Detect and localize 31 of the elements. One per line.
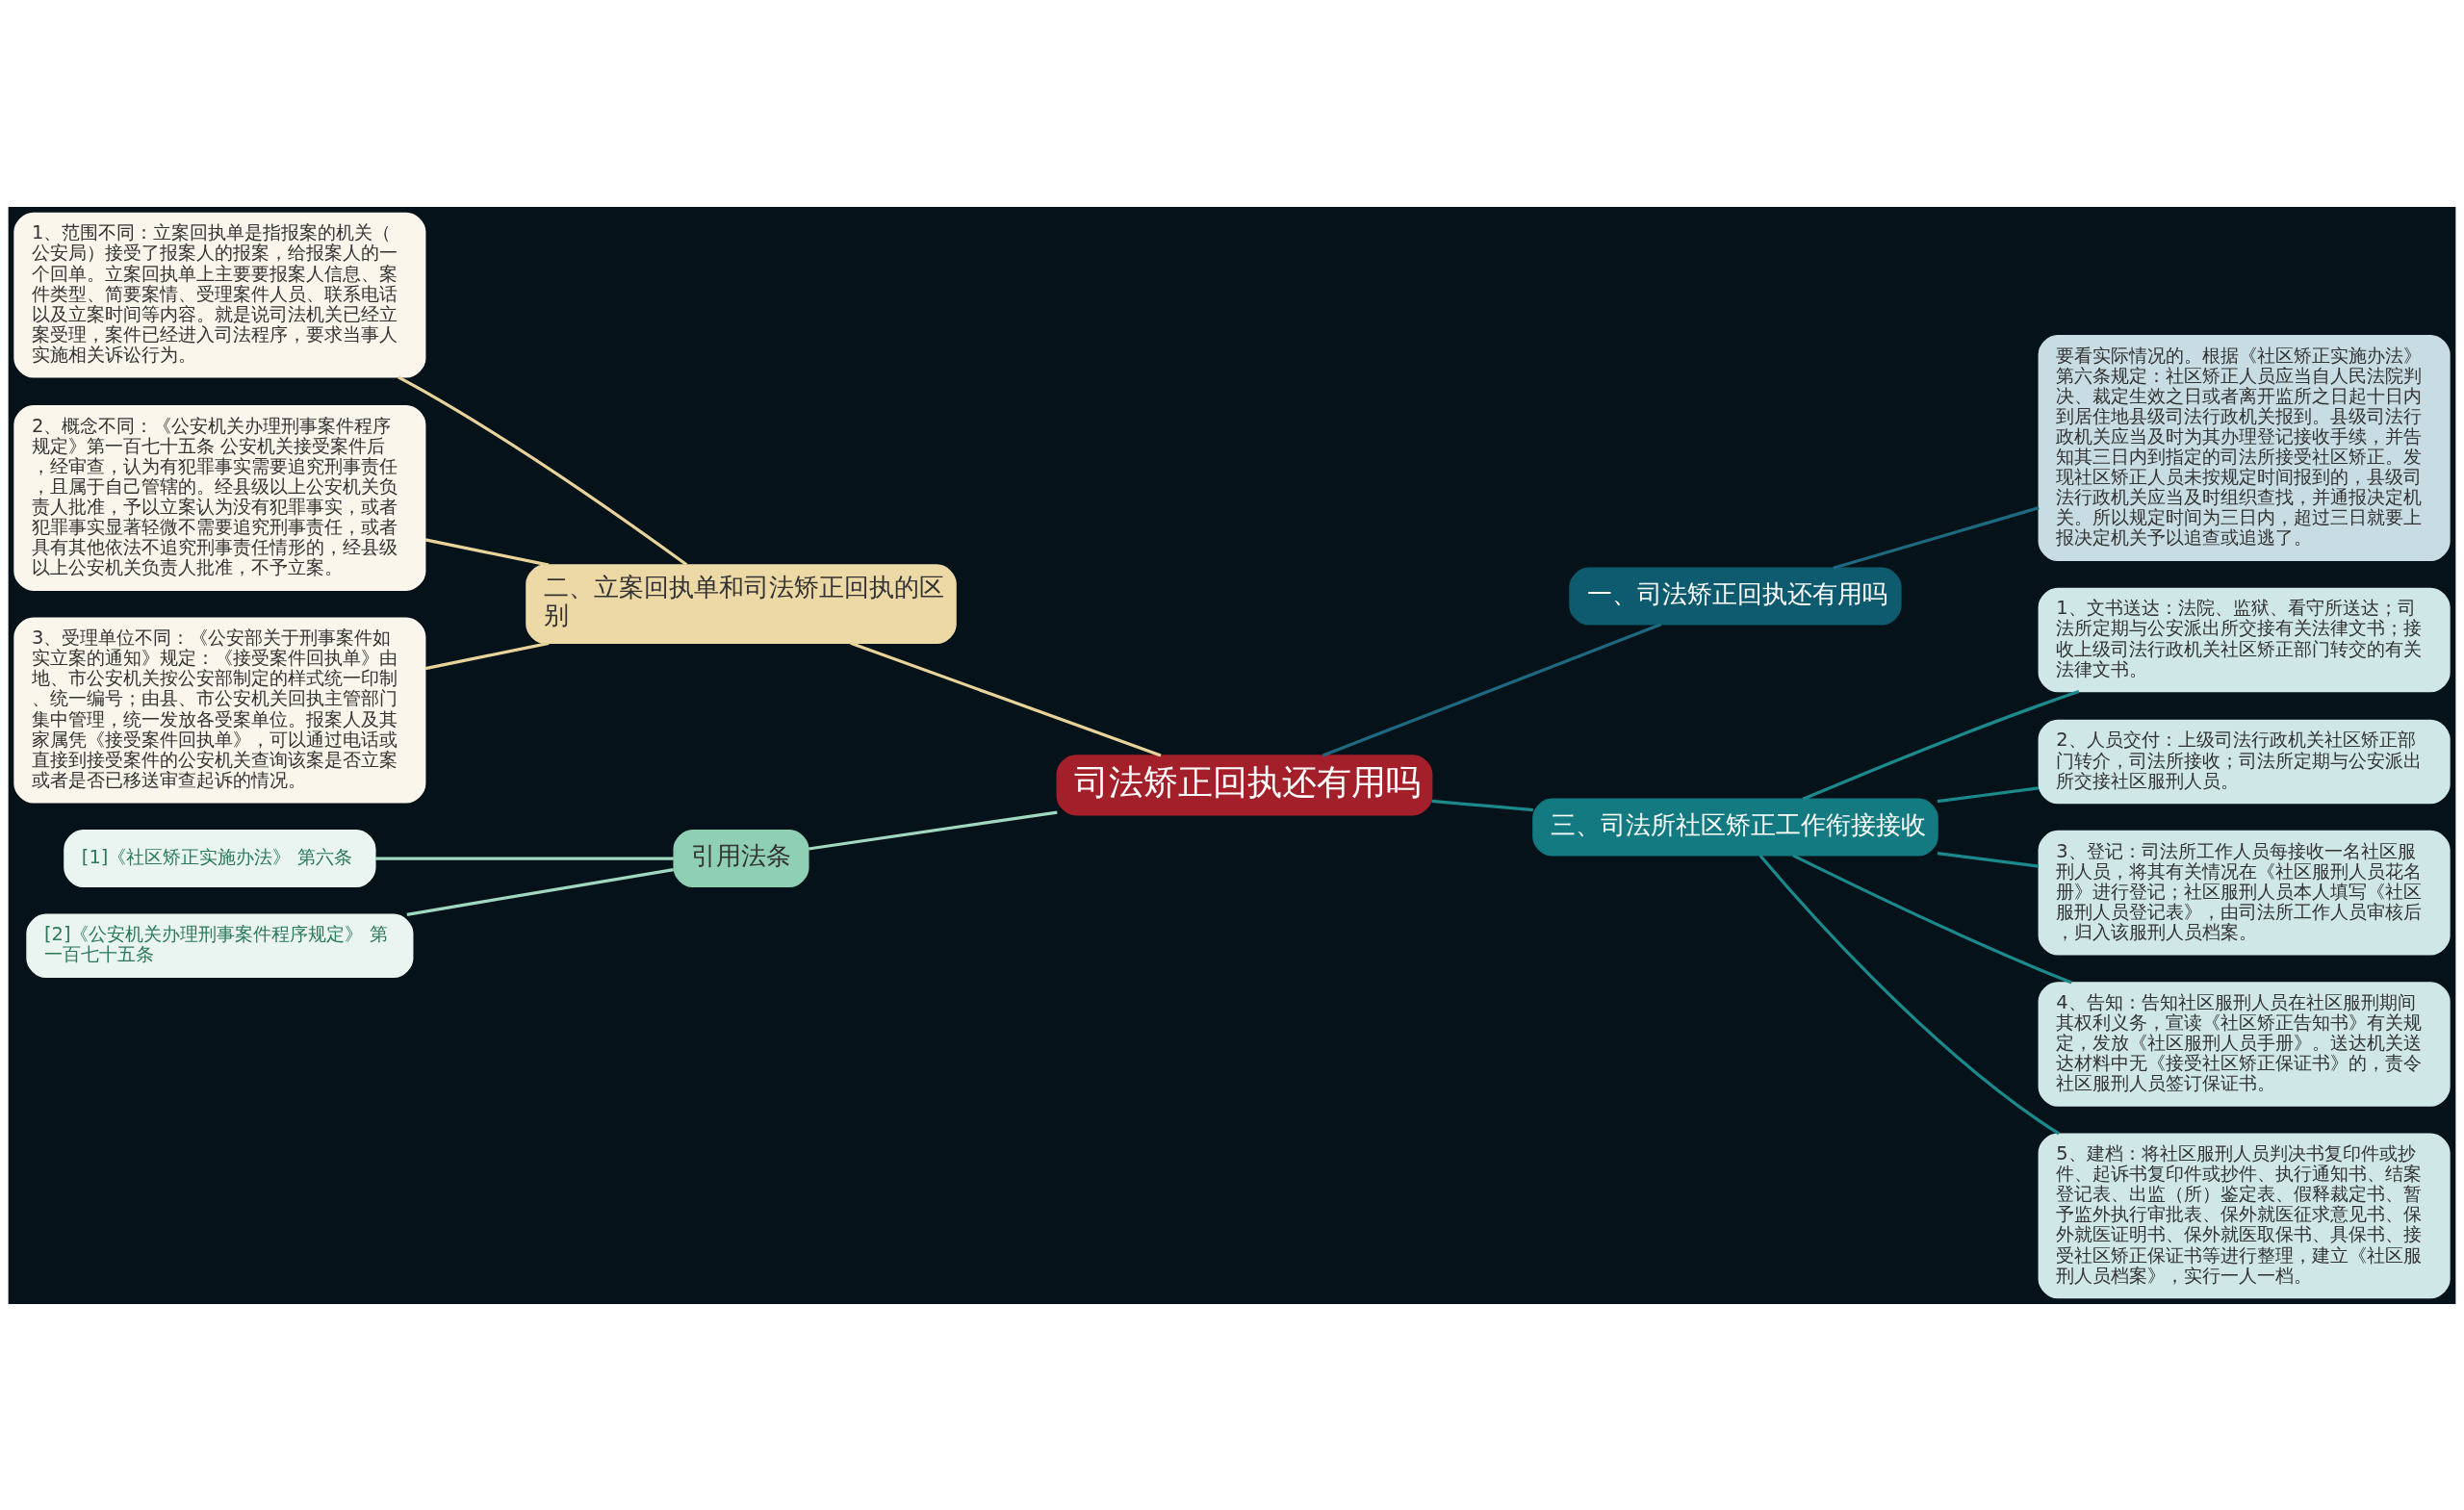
- connector: [1937, 785, 2040, 803]
- connector: [375, 856, 674, 860]
- connector: [1937, 851, 2040, 868]
- connector: [424, 537, 550, 567]
- node-box: 一、司法矫正回执还有用吗: [1569, 567, 1902, 626]
- connector: [1322, 622, 1662, 756]
- node-box: 1、文书送达：法院、监狱、看守所送达；司法所定期与公安派出所交接有关法律文书；接收上级司法行政机关社区矫正部门转交的有关法律文书。: [2038, 587, 2451, 692]
- node-box: 1、范围不同：立案回执单是指报案的机关（公安局）接受了报案人的报案，给报案人的一个回单。立案回执单上主要要报案人信息、案件类型、简要案情、受理案件人员、联系电话以及立案时间等内容。就是说司法机关已经立案受理，案件已经进入司法程序，要求当事人实施相关诉讼行为。: [13, 212, 426, 378]
- node-box: 二、立案回执单和司法矫正回执的区别: [526, 563, 957, 644]
- node-box: 2、概念不同：《公安机关办理刑事案件程序规定》第一百七十五条 公安机关接受案件后，经审查，认为有犯罪事实需要追究刑事责任，且属于自己管辖的。经县级以上公安机关负责人批准，予以立案认为没有犯罪事实，或者犯罪事实显著轻微不需要追究刑事责任，或者具有其他依法不追究刑事责任情形的，经县级以上公安机关负责人批准，不予立案。: [13, 404, 426, 591]
- node-box: 5、建档：将社区服刑人员判决书复印件或抄件、起诉书复印件或抄件、执行通知书、结案登记表、出监（所）鉴定表、假释裁定书、暂予监外执行审批表、保外就医征求意见书、保外就医证明书、保外就医取保书、具保书、接受社区矫正保证书等进行整理，建立《社区服刑人员档案》，实行一人一档。: [2038, 1132, 2451, 1298]
- connector: [808, 810, 1058, 851]
- node-box: 2、人员交付：上级司法行政机关社区矫正部门转介，司法所接收；司法所定期与公安派出所交接社区服刑人员。: [2038, 719, 2451, 804]
- node-box: 3、登记：司法所工作人员每接收一名社区服刑人员，将其有关情况在《社区服刑人员花名册》进行登记；社区服刑人员本人填写《社区服刑人员登记表》，由司法所工作人员审核后，归入该服刑人员档案。: [2038, 830, 2451, 956]
- connector: [424, 641, 550, 670]
- node-box: 4、告知：告知社区服刑人员在社区服刑期间其权利义务，宣读《社区矫正告知书》有关规定，发放《社区服刑人员手册》。送达机关送达材料中无《接受社区矫正保证书》的，责令社区服刑人员签订保证书。: [2038, 981, 2451, 1107]
- connector: [406, 867, 675, 916]
- node-box: [2]《公安机关办理刑事案件程序规定》 第一百七十五条: [26, 913, 414, 978]
- connector: [1431, 799, 1533, 811]
- connector: [850, 641, 1162, 756]
- node-box: 三、司法所社区矫正工作衔接接收: [1532, 798, 1938, 857]
- connector: [1758, 854, 2060, 1135]
- node-box: 3、受理单位不同：《公安部关于刑事案件如实立案的通知》规定：《接受案件回执单》由地、市公安机关按公安部制定的样式统一印制、统一编号；由县、市公安机关回执主管部门集中管理，统一发放各受案单位。报案人及其家属凭《接受案件回执单》，可以通过电话或直接到接受案件的公安机关查询该案是否立案或者是否已移送审查起诉的情况。: [13, 617, 426, 803]
- connector: [398, 374, 688, 566]
- node-box: 司法矫正回执还有用吗: [1056, 754, 1433, 815]
- node-box: 要看实际情况的。根据《社区矫正实施办法》第六条规定：社区矫正人员应当自人民法院判决、裁定生效之日或者离开监所之日起十日内到居住地县级司法行政机关报到。县级司法行政机关应当及时为其办理登记接收手续，并告知其三日内到指定的司法所接受社区矫正。发现社区矫正人员未按规定时间报到的，县级司法行政机关应当及时组织查找，并通报决定机关。所以规定时间为三日内，超过三日就要上报决定机关予以追查或追逃了。: [2038, 334, 2451, 561]
- node-box: [1]《社区矫正实施办法》 第六条: [64, 829, 376, 887]
- connector: [1802, 689, 2080, 801]
- node-box: 引用法条: [673, 829, 809, 887]
- connector: [1792, 853, 2072, 984]
- connector: [1833, 505, 2040, 570]
